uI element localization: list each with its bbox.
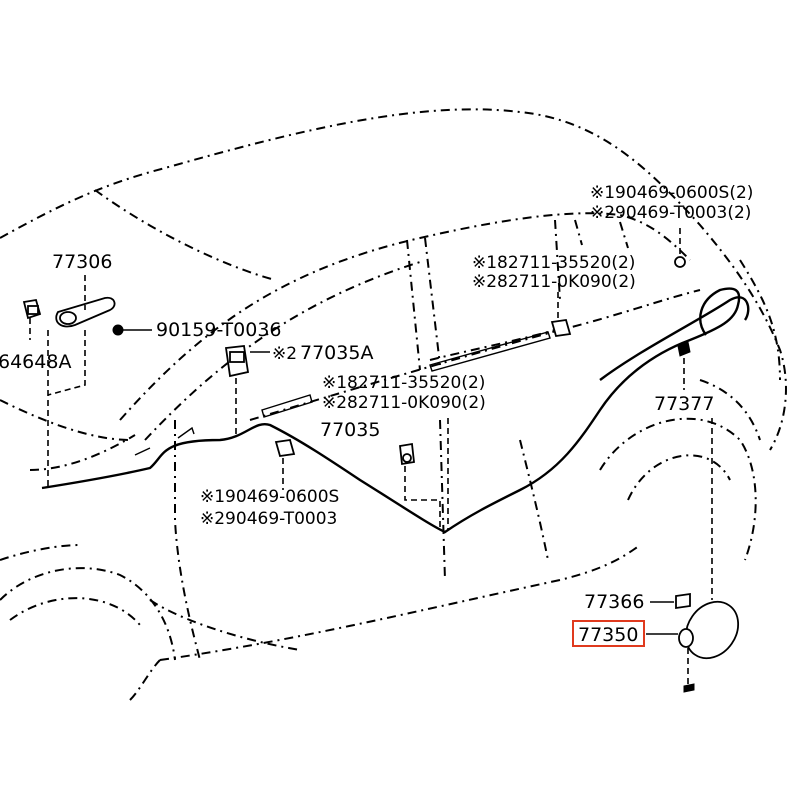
label-90469-0600s-2: ※190469-0600S(2) <box>590 183 753 203</box>
label-82711-35520-rear: ※182711-35520(2) <box>472 253 635 273</box>
label-90469-0600s: ※190469-0600S <box>200 487 339 507</box>
label-82711-0k090-front: ※282711-0K090(2) <box>322 393 486 413</box>
hinge-77366-part <box>675 592 691 610</box>
bracket-77035a-part <box>224 345 250 378</box>
highlight-box-77350 <box>572 620 645 647</box>
cable-77035 <box>41 287 750 534</box>
label-82711-0k090-rear: ※282711-0K090(2) <box>472 272 636 292</box>
screw-90159-part <box>112 324 124 336</box>
label-82711-35520-front: ※182711-35520(2) <box>322 373 485 393</box>
car-body-outline <box>0 108 787 701</box>
label-77350: 77350 <box>578 624 638 646</box>
clip-64648a-part <box>22 298 42 320</box>
label-90159-t0036: 90159-T0036 <box>156 319 282 341</box>
label-64648a: 64648A <box>0 351 71 373</box>
label-77035a-mark: ※2 <box>272 344 297 364</box>
label-77377: 77377 <box>654 393 714 415</box>
grommet-part <box>674 256 691 357</box>
label-77035: 77035 <box>320 419 380 441</box>
part-labels: 77306 64648A 90159-T0036 ※2 77035A ※1827… <box>0 183 753 647</box>
label-90469-t0003: ※290469-T0003 <box>200 509 337 529</box>
label-77035a: 77035A <box>300 342 373 364</box>
label-77306: 77306 <box>52 251 112 273</box>
opener-lever-part <box>55 296 116 328</box>
leader-lines <box>29 228 713 684</box>
fuel-lid-77350-part <box>678 600 740 693</box>
label-77366: 77366 <box>584 591 644 613</box>
clamp-part <box>274 318 572 466</box>
label-90469-t0003-2: ※290469-T0003(2) <box>590 203 751 223</box>
